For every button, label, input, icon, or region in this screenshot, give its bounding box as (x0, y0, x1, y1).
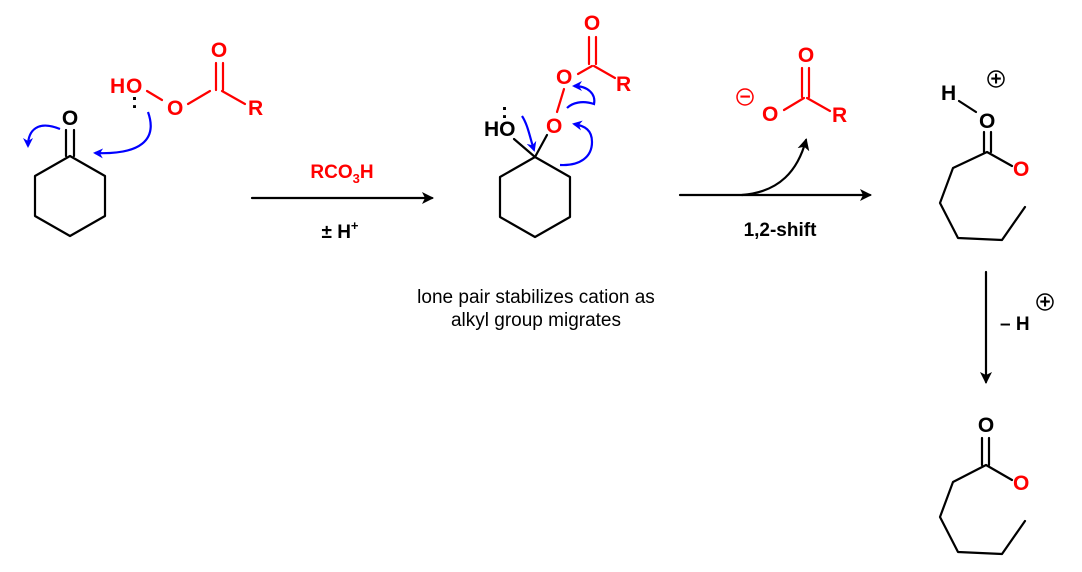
intermediate-oc-bond (576, 64, 594, 76)
leaving-group-arrow (740, 138, 810, 197)
lactone-carbonyl-o: O (978, 414, 994, 437)
caption-line-1: lone pair stabilizes cation as (417, 287, 655, 308)
oxocarbenium-ring-o: O (1013, 158, 1029, 181)
oxocarbenium-charge-circle (987, 70, 1005, 88)
intermediate-o1: O (546, 115, 562, 138)
carboxylate-charge: − (739, 87, 750, 108)
lactone-ring-carbons (938, 150, 1027, 242)
carboxylate-r: R (832, 104, 847, 127)
intermediate-cr-bond (592, 64, 617, 80)
ketone-oxygen: O (62, 107, 78, 130)
oxocarbenium-h: H (941, 82, 956, 105)
curved-arrow-lone-pair (521, 115, 537, 152)
step2-arrow: 1,2-shift (678, 138, 872, 241)
c-o-bond (533, 133, 549, 159)
carboxylate-cr-bond (805, 96, 832, 113)
peracid-h: H (110, 75, 125, 98)
intermediate-o2: O (556, 66, 572, 89)
oh-bond (957, 99, 978, 114)
peracid-carbonyl-o: O (211, 39, 227, 62)
intermediate-carbonyl-o: O (584, 12, 600, 35)
step3-charge-circle (1036, 293, 1054, 311)
caption: lone pair stabilizes cation as alkyl gro… (417, 287, 655, 331)
peracid: H O : O O R (110, 39, 263, 120)
peracid-lone-pair: : (131, 90, 138, 113)
peracid-o1: O (126, 75, 142, 98)
curved-arrow-carbonyl (23, 124, 61, 148)
intermediate-lone-pair: : (501, 100, 508, 123)
c-oh-bond (512, 137, 537, 159)
step2-label: 1,2-shift (744, 220, 818, 241)
cyclohexane-ring (33, 154, 107, 238)
carboxylate-charge-circle (736, 88, 754, 106)
protonated-lactone: H O + O (938, 69, 1029, 242)
lactone-ring-o: O (1013, 472, 1029, 495)
step3-arrow: – H + (980, 270, 1054, 384)
carboxylate-o: O (762, 103, 778, 126)
caption-line-2: alkyl group migrates (451, 310, 621, 331)
step1-reagent: RCO3H (310, 162, 373, 186)
carboxylate: − O O R (736, 44, 847, 127)
intermediate-r: R (616, 73, 631, 96)
carboxylate-oc-bond (782, 96, 806, 112)
curved-arrow-attack (93, 111, 152, 159)
intermediate-ring (498, 155, 572, 239)
intermediate-oo-bond (555, 87, 566, 114)
peracid-o2: O (167, 97, 183, 120)
curved-arrow-oo-cleavage (566, 81, 596, 109)
carboxylate-carbonyl-o: O (798, 44, 814, 67)
criegee-intermediate: HO : O O O R (484, 12, 631, 239)
peracid-cr-bond (220, 89, 247, 106)
lactone-product: O O (938, 414, 1029, 556)
lactone-product-ring (938, 463, 1027, 556)
intermediate-ho: HO (484, 118, 516, 141)
cyclohexanone: O (33, 107, 107, 238)
step1-arrow: RCO3H ± H+ (250, 162, 434, 243)
step3-label: – H (1000, 314, 1030, 335)
step3-charge: + (1039, 292, 1050, 313)
peracid-r: R (248, 97, 263, 120)
curved-arrow-migration (559, 120, 594, 167)
peracid-oo-bond (145, 89, 164, 102)
peracid-oc-bond (186, 89, 212, 106)
step1-condition: ± H+ (321, 218, 358, 243)
oxocarbenium-charge: + (990, 69, 1001, 90)
oxocarbenium-o: O (979, 110, 995, 133)
